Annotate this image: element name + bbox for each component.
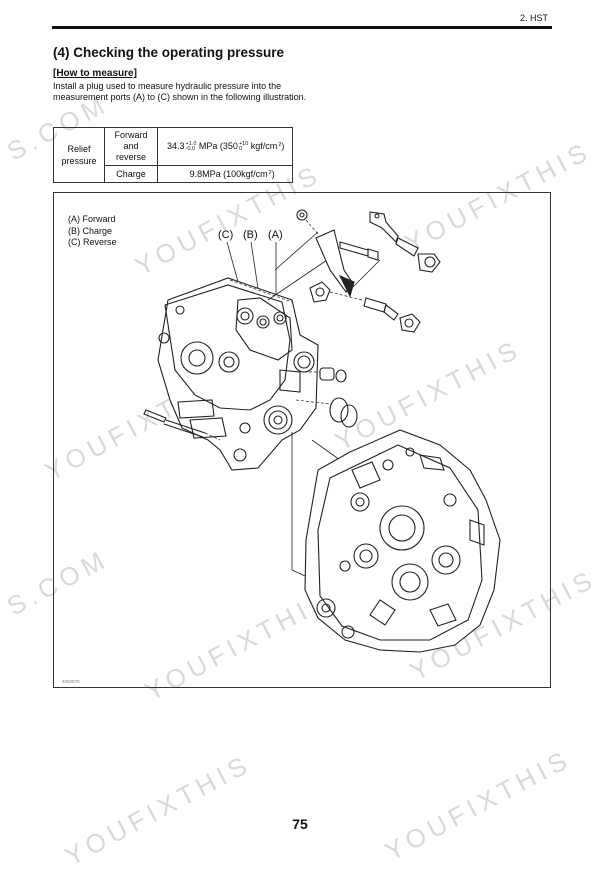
callout-a: (A) — [268, 229, 283, 241]
pressure-spec-table: Relief pressure Forward and reverse 34.3… — [53, 127, 294, 183]
callout-b: (B) — [243, 229, 258, 241]
legend-forward: (A) Forward — [68, 214, 116, 224]
charge-value: 9.8MPa (100kgf/cm2) — [156, 165, 294, 183]
instructions-paragraph: Install a plug used to measure hydraulic… — [53, 81, 307, 102]
page-heading: (4) Checking the operating pressure — [53, 45, 285, 60]
legend-charge: (B) Charge — [68, 225, 113, 236]
section-label: 2. HST — [519, 13, 548, 23]
relief-pressure-cell: Relief pressure — [53, 127, 105, 183]
figure-legend: (A) Forward (B) Charge (C) Reverse — [68, 214, 117, 249]
page-number: 75 — [292, 816, 308, 832]
exploded-view-illustration: (C) (B) (A) — [143, 209, 501, 653]
figure-id: 3202570 — [62, 679, 80, 684]
header-rule — [52, 26, 552, 29]
legend-reverse: (C) Reverse — [68, 237, 117, 247]
forward-reverse-cell: Forward and reverse — [104, 127, 158, 166]
callout-c: (C) — [218, 229, 233, 241]
subheading: [How to measure] — [53, 68, 137, 79]
illustration-frame — [53, 192, 551, 688]
relief-label: Relief — [67, 144, 91, 154]
pressure-label: pressure — [61, 156, 97, 166]
